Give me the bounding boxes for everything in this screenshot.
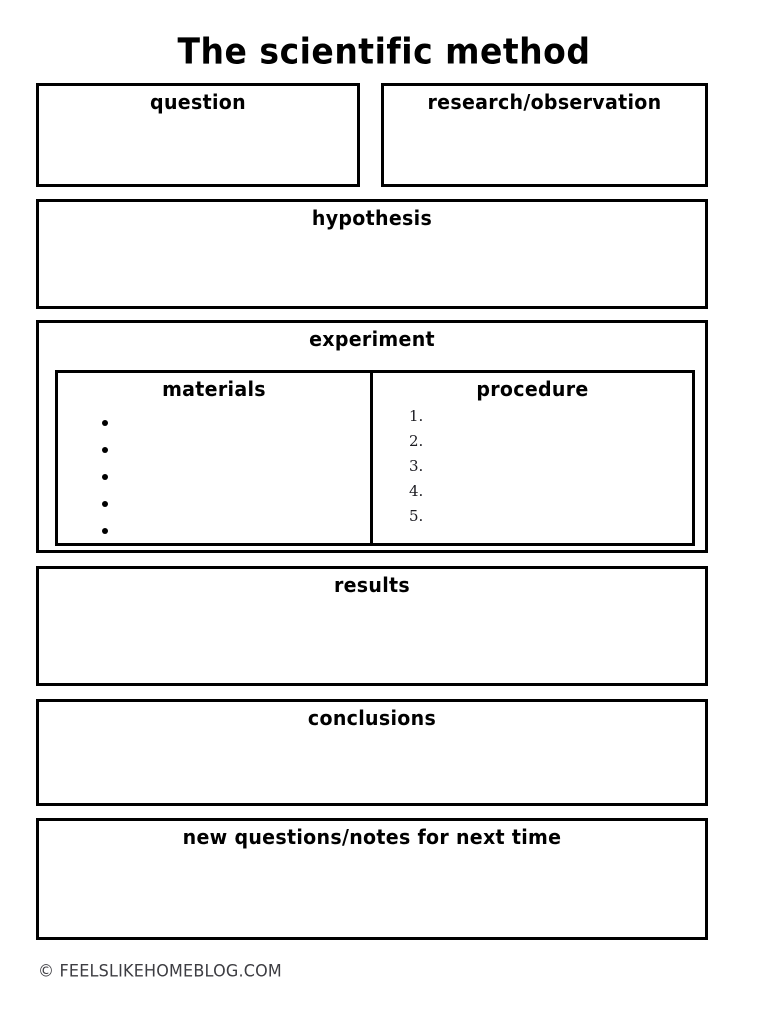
section-procedure[interactable]: procedure 1. 2. 3. 4. 5. [370,370,695,546]
section-materials[interactable]: materials [55,370,370,546]
procedure-number-list: 1. 2. 3. 4. 5. [409,404,423,529]
section-new-questions[interactable]: new questions/notes for next time [36,818,708,940]
list-item[interactable]: 4. [409,482,424,500]
section-question[interactable]: question [36,83,360,187]
section-experiment-label: experiment [309,328,435,352]
section-hypothesis-label: hypothesis [311,207,433,231]
section-hypothesis[interactable]: hypothesis [36,199,708,309]
bullet-icon [102,528,108,534]
section-new-questions-label: new questions/notes for next time [182,826,562,850]
section-conclusions[interactable]: conclusions [36,699,708,806]
section-conclusions-writing-area[interactable] [39,732,705,803]
footer-credit: © FEELSLIKEHOMEBLOG.COM [38,961,282,981]
section-research-observation-writing-area[interactable] [384,116,705,184]
list-item[interactable]: 1. [409,407,424,425]
section-procedure-label: procedure [476,378,589,402]
section-conclusions-label: conclusions [307,707,437,731]
list-item[interactable]: 3. [409,457,424,475]
section-materials-label: materials [162,378,266,402]
section-results-writing-area[interactable] [39,599,705,683]
bullet-icon [102,447,108,453]
section-results-label: results [333,574,411,598]
section-experiment[interactable]: experiment materials [36,320,708,553]
section-question-label: question [150,91,246,115]
bullet-icon [102,501,108,507]
bullet-icon [102,420,108,426]
section-results[interactable]: results [36,566,708,686]
section-research-observation[interactable]: research/observation [381,83,708,187]
section-hypothesis-writing-area[interactable] [39,232,705,306]
section-new-questions-writing-area[interactable] [39,851,705,937]
list-item[interactable]: 2. [409,432,424,450]
list-item[interactable]: 5. [409,507,424,525]
section-question-writing-area[interactable] [39,116,357,184]
page-title: The scientific method [177,30,591,73]
section-research-observation-label: research/observation [427,91,662,115]
bullet-icon [102,474,108,480]
